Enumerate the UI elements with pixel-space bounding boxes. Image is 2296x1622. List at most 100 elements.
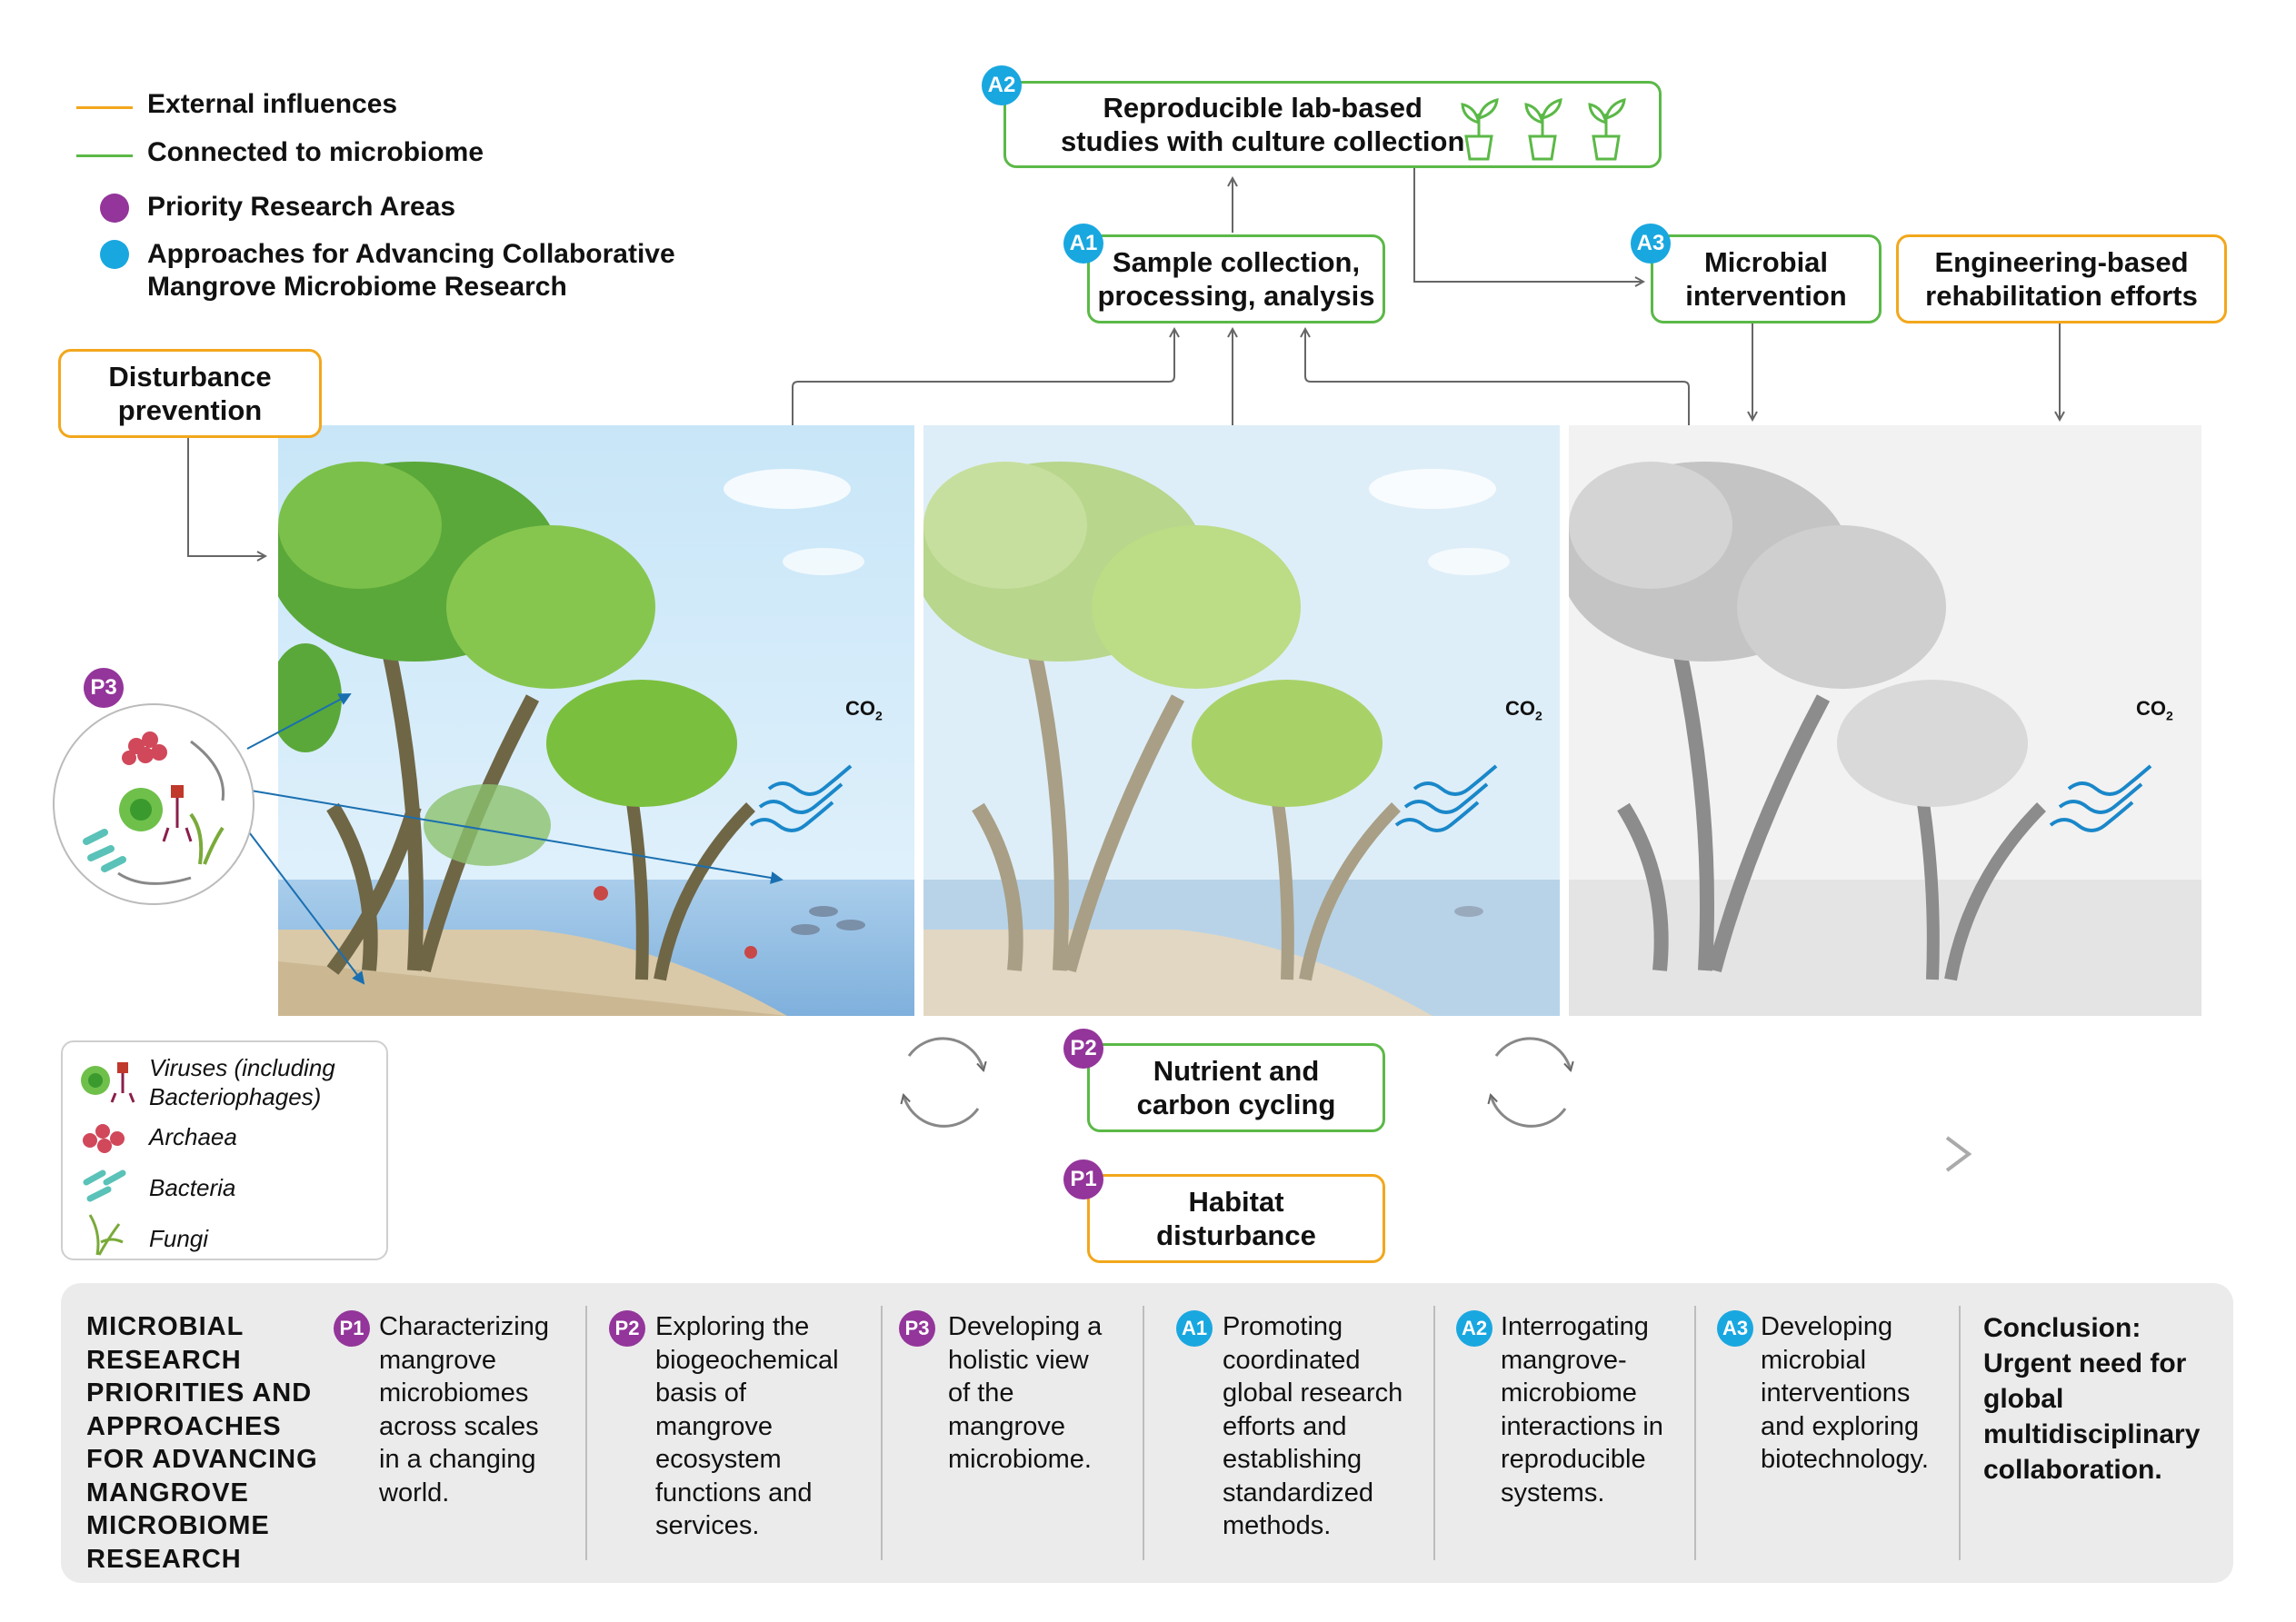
a1-badge: A1 xyxy=(1063,224,1103,264)
p2-box: Nutrient and carbon cycling xyxy=(1087,1043,1385,1132)
co2-label-3: CO2 xyxy=(2136,697,2173,723)
summary-line: microbiome. xyxy=(948,1445,1092,1474)
summary-divider xyxy=(1433,1306,1435,1560)
heading-line: MICROBIOME xyxy=(86,1511,270,1540)
summary-line: Interrogating xyxy=(1501,1312,1649,1341)
summary-line: systems. xyxy=(1501,1478,1605,1508)
legend-blue-dot xyxy=(100,240,129,269)
disturbance-prevention-line1: Disturbance xyxy=(108,361,272,393)
summary-line: biogeochemical xyxy=(655,1345,839,1375)
summary-line: global research xyxy=(1223,1378,1403,1408)
p1-line1: Habitat xyxy=(1188,1186,1284,1218)
summary-line: interactions in xyxy=(1501,1411,1663,1441)
heading-line: PRIORITIES AND xyxy=(86,1378,313,1408)
summary-line: functions and xyxy=(655,1478,813,1508)
heading-line: APPROACHES xyxy=(86,1411,282,1441)
summary-line: efforts and xyxy=(1223,1411,1347,1441)
summary-line: Exploring the xyxy=(655,1312,810,1341)
summary-line: standardized xyxy=(1223,1478,1374,1508)
fungi-label: Fungi xyxy=(149,1225,209,1252)
summary-line: Developing a xyxy=(948,1312,1103,1341)
summary-line: reproducible xyxy=(1501,1445,1646,1474)
summary-badge-p2: P2 xyxy=(609,1310,645,1347)
summary-line: Developing xyxy=(1761,1312,1893,1341)
heading-line: RESEARCH xyxy=(86,1345,242,1375)
conclusion-line: multidisciplinary xyxy=(1983,1419,2201,1449)
conclusion-line: global xyxy=(1983,1384,2064,1414)
summary-badge-a2: A2 xyxy=(1456,1310,1492,1347)
summary-divider xyxy=(1694,1306,1696,1560)
disturbed-mangrove-panel xyxy=(923,425,1560,1016)
p2-badge: P2 xyxy=(1063,1029,1103,1069)
a3-badge: A3 xyxy=(1631,224,1671,264)
summary-line: microbial xyxy=(1761,1345,1867,1375)
bacteria-label: Bacteria xyxy=(149,1174,236,1201)
summary-line: of the xyxy=(948,1378,1014,1408)
summary-line: mangrove xyxy=(948,1411,1065,1441)
microbe-legend: Viruses (including Bacteriophages) Archa… xyxy=(61,1040,388,1260)
summary-badge-p3: P3 xyxy=(899,1310,935,1347)
p1-badge: P1 xyxy=(1063,1159,1103,1199)
a2-badge: A2 xyxy=(982,65,1022,105)
legend-orange-line xyxy=(76,106,133,109)
summary-line: services. xyxy=(655,1511,760,1540)
summary-badge-p1: P1 xyxy=(334,1310,370,1347)
viruses-label-2: Bacteriophages) xyxy=(149,1083,322,1110)
heading-line: RESEARCH xyxy=(86,1544,242,1574)
a2-box: Reproducible lab-based studies with cult… xyxy=(1003,81,1662,168)
summary-line: world. xyxy=(379,1478,450,1508)
legend-priority-label: Priority Research Areas xyxy=(147,192,456,222)
a1-line1: Sample collection, xyxy=(1112,246,1361,278)
engineering-line2: rehabilitation efforts xyxy=(1925,280,2198,312)
p1-box: Habitat disturbance xyxy=(1087,1174,1385,1263)
fungi-icon xyxy=(88,1214,124,1256)
summary-badge-a1: A1 xyxy=(1176,1310,1213,1347)
a3-line1: Microbial xyxy=(1703,246,1829,278)
summary-divider xyxy=(585,1306,587,1560)
p1-line2: disturbance xyxy=(1156,1219,1316,1251)
heading-line: FOR ADVANCING xyxy=(86,1445,318,1474)
p3-badge: P3 xyxy=(84,668,124,708)
summary-line: coordinated xyxy=(1223,1345,1361,1375)
summary-line: Promoting xyxy=(1223,1312,1343,1341)
engineering-line1: Engineering-based xyxy=(1934,246,2189,278)
summary-badge-a3: A3 xyxy=(1717,1310,1753,1347)
viruses-label-1: Viruses (including xyxy=(149,1054,335,1081)
summary-line: mangrove- xyxy=(1501,1345,1627,1375)
legend-external-label: External influences xyxy=(147,89,398,119)
summary-line: in a changing xyxy=(379,1445,536,1474)
potted-plants-icon xyxy=(1461,98,1626,161)
summary-panel: MICROBIAL RESEARCH PRIORITIES AND APPROA… xyxy=(61,1283,2233,1583)
degraded-mangrove-panel xyxy=(1569,425,2201,1016)
summary-divider xyxy=(1143,1306,1144,1560)
legend-microbiome-label: Connected to microbiome xyxy=(147,137,484,167)
a1-box: Sample collection, processing, analysis xyxy=(1087,234,1385,323)
p2-line2: carbon cycling xyxy=(1136,1089,1336,1120)
summary-line: and exploring xyxy=(1761,1411,1920,1441)
heading-line: MICROBIAL xyxy=(86,1312,245,1341)
summary-line: methods. xyxy=(1223,1511,1332,1540)
legend-green-line xyxy=(76,154,133,157)
summary-line: microbiomes xyxy=(379,1378,529,1408)
conclusion-line: Conclusion: xyxy=(1983,1313,2141,1343)
legend-approaches-label-2: Mangrove Microbiome Research xyxy=(147,272,567,302)
summary-line: mangrove xyxy=(379,1345,496,1375)
summary-line: Characterizing xyxy=(379,1312,549,1341)
legend-approaches-label-1: Approaches for Advancing Collaborative xyxy=(147,239,675,269)
co2-label-1: CO2 xyxy=(845,697,883,723)
disturbance-prevention-line2: prevention xyxy=(117,394,263,426)
p2-line1: Nutrient and xyxy=(1153,1055,1320,1087)
virus-icon xyxy=(81,1062,135,1103)
bacteria-icon xyxy=(83,1169,126,1202)
summary-line: microbiome xyxy=(1501,1378,1637,1408)
summary-line: biotechnology. xyxy=(1761,1445,1929,1474)
summary-line: across scales xyxy=(379,1411,539,1441)
summary-heading: MICROBIAL RESEARCH PRIORITIES AND APPROA… xyxy=(86,1310,318,1576)
summary-line: basis of xyxy=(655,1378,746,1408)
a2-line1: Reproducible lab-based xyxy=(1103,92,1423,124)
